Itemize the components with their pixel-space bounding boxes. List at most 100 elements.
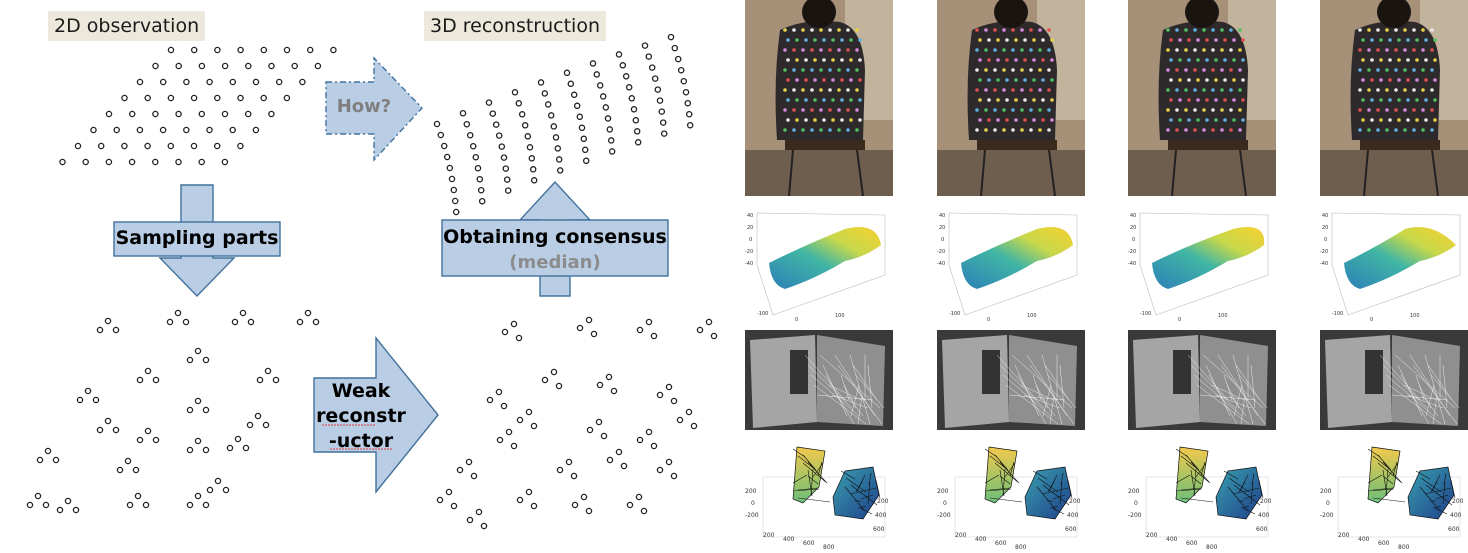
3d-surface-plot: 40 20 0 -20 -40 -100 0 100 <box>745 205 893 323</box>
head <box>1377 0 1411 28</box>
shirt-dot <box>1412 68 1416 72</box>
mesh-edge <box>840 470 856 480</box>
point-marker <box>685 110 693 118</box>
shirt-dot <box>1184 128 1188 132</box>
point-marker <box>237 142 244 150</box>
shirt-dot <box>801 28 805 32</box>
point-marker <box>229 126 236 134</box>
mesh-edge <box>1382 475 1394 485</box>
mesh-edge <box>1250 481 1254 505</box>
track-line <box>1187 354 1229 401</box>
point-marker <box>486 396 494 404</box>
shirt-dot <box>1202 128 1206 132</box>
shirt-dot <box>1241 78 1245 82</box>
point-marker <box>615 51 623 58</box>
point-marker <box>585 316 593 324</box>
head <box>802 0 836 28</box>
tick-label: 20 <box>1130 225 1136 231</box>
point-marker <box>626 501 634 509</box>
shirt-dot <box>1047 28 1051 32</box>
point-marker <box>595 418 603 426</box>
point-marker <box>252 126 260 134</box>
shirt-dot <box>1205 118 1209 122</box>
chair-seat <box>977 140 1057 150</box>
shirt-dot <box>828 128 832 132</box>
mesh-edge <box>797 487 819 491</box>
track-line <box>1005 384 1059 425</box>
reconstruction-3d-label: 3D reconstruction <box>424 11 606 41</box>
point-marker <box>268 62 275 70</box>
tick-label: 400 <box>1166 536 1178 543</box>
track-line <box>831 394 869 409</box>
track-line <box>1029 364 1075 425</box>
point-marker <box>599 93 607 100</box>
shirt-dot <box>1367 88 1371 92</box>
shirt-dot <box>1187 118 1191 122</box>
shirt-dot <box>1376 28 1380 32</box>
shirt-dot <box>1376 68 1380 72</box>
shirt-dot <box>1424 118 1428 122</box>
point-marker <box>480 522 488 530</box>
track-line <box>850 384 860 417</box>
shirt-dot <box>978 38 982 42</box>
shirt-dot <box>1169 58 1173 62</box>
chair-leg <box>1363 149 1369 196</box>
point-marker <box>640 507 648 515</box>
shirt-dot <box>1430 88 1434 92</box>
shirt-dot <box>1430 28 1434 32</box>
point-marker <box>570 472 578 480</box>
shirt-dot <box>1038 28 1042 32</box>
shirt-dot <box>1011 108 1015 112</box>
point-marker <box>256 376 264 384</box>
shirt-dot <box>783 68 787 72</box>
shirt-dot <box>837 108 841 112</box>
shirt-dot <box>819 88 823 92</box>
track-line <box>1388 384 1442 425</box>
shirt-dot <box>1412 108 1416 112</box>
tick-label: -100 <box>1140 311 1151 317</box>
point-marker <box>659 119 667 126</box>
shirt-dot <box>1388 58 1392 62</box>
mesh-edge <box>1009 461 1015 477</box>
shirt-dot <box>984 88 988 92</box>
chair-leg <box>1431 149 1439 196</box>
tick-label: 600 <box>1448 526 1460 533</box>
mesh-edge <box>845 477 867 493</box>
mesh-edge <box>1051 507 1065 515</box>
track-line <box>849 354 871 425</box>
shirt-dot <box>795 38 799 42</box>
point-marker <box>254 412 262 420</box>
person-back-photo <box>1320 0 1468 196</box>
shirt-dot <box>1214 118 1218 122</box>
mesh-edge <box>1037 477 1059 493</box>
shirt-dot <box>1403 88 1407 92</box>
track-line <box>999 364 1045 409</box>
mesh-edge <box>1251 472 1255 486</box>
shirt-dot <box>1370 38 1374 42</box>
mesh-edge <box>1175 488 1203 492</box>
mesh-edge <box>859 507 873 515</box>
book-graphic <box>1128 330 1276 430</box>
shirt-dot <box>1020 88 1024 92</box>
shirt-dot <box>795 58 799 62</box>
shirt-dot <box>1047 108 1051 112</box>
tick-label: 20 <box>939 225 945 231</box>
point-marker <box>656 466 664 474</box>
point-marker <box>175 110 182 118</box>
track-line <box>1196 384 1250 425</box>
track-line <box>813 384 867 425</box>
shirt-dot <box>978 58 982 62</box>
mesh-edge <box>1419 486 1441 512</box>
point-marker <box>186 501 194 509</box>
point-marker <box>112 326 120 334</box>
point-marker <box>472 153 480 161</box>
shirt-dot <box>813 98 817 102</box>
mesh-edge <box>810 468 814 496</box>
shirt-dot <box>804 58 808 62</box>
tick-label: 800 <box>1206 544 1218 551</box>
track-line <box>855 374 885 409</box>
weak-text-2: reconstr <box>316 405 406 427</box>
shirt-dot <box>1394 88 1398 92</box>
photo-graphic <box>1320 0 1468 196</box>
point-marker <box>650 332 658 340</box>
